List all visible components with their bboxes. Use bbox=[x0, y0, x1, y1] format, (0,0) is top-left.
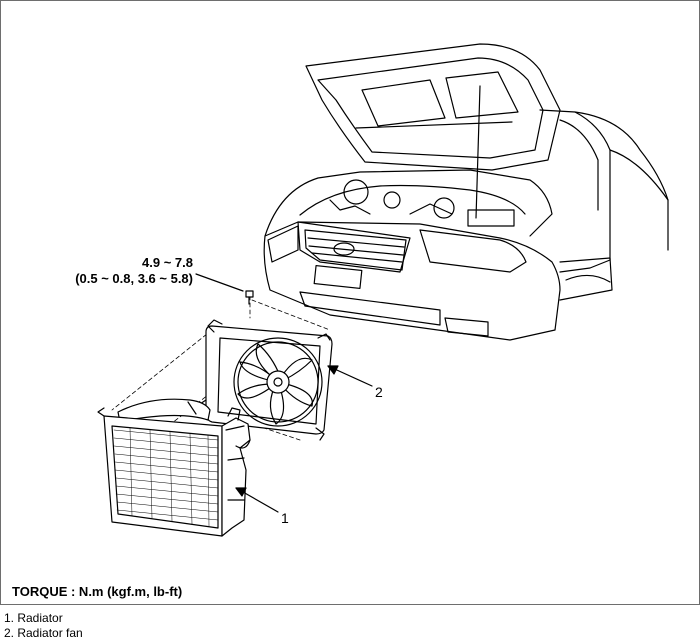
parts-legend: 1. Radiator 2. Radiator fan bbox=[4, 611, 83, 641]
torque-unit-label: TORQUE : N.m (kgf.m, lb-ft) bbox=[12, 584, 183, 599]
radiator-fan-shroud bbox=[199, 319, 333, 441]
radiator-side-tank bbox=[221, 417, 251, 537]
torque-value-converted: (0.5 ~ 0.8, 3.6 ~ 5.8) bbox=[75, 271, 193, 286]
fog-lamp bbox=[444, 317, 489, 337]
radiator-filler-neck bbox=[227, 407, 241, 421]
engine-bay bbox=[264, 169, 553, 237]
headlight-left bbox=[267, 225, 299, 263]
hood-prop-rod bbox=[475, 85, 481, 219]
fan-mounting-bolt bbox=[245, 290, 254, 305]
callout-leaders bbox=[195, 273, 373, 513]
legend-item-radiator: 1. Radiator bbox=[4, 611, 63, 625]
radiator-fan-illustration bbox=[97, 43, 669, 537]
fan-blades bbox=[237, 343, 313, 425]
lower-intake bbox=[299, 291, 441, 326]
callout-2: 2 bbox=[375, 384, 383, 400]
torque-value-nm: 4.9 ~ 7.8 bbox=[142, 255, 193, 270]
car-hood bbox=[305, 43, 561, 171]
fan-motor-hub bbox=[266, 370, 290, 394]
radiator-core-fins bbox=[113, 427, 219, 527]
callout-1: 1 bbox=[281, 510, 289, 526]
car-illustration bbox=[263, 43, 669, 341]
license-plate bbox=[313, 265, 363, 289]
upper-radiator-hose bbox=[117, 398, 211, 423]
radiator bbox=[97, 398, 251, 537]
car-body bbox=[539, 109, 611, 273]
front-grille bbox=[304, 229, 407, 271]
headlight-right bbox=[419, 229, 527, 273]
legend-item-radiator-fan: 2. Radiator fan bbox=[4, 626, 83, 640]
front-bumper bbox=[263, 221, 561, 341]
